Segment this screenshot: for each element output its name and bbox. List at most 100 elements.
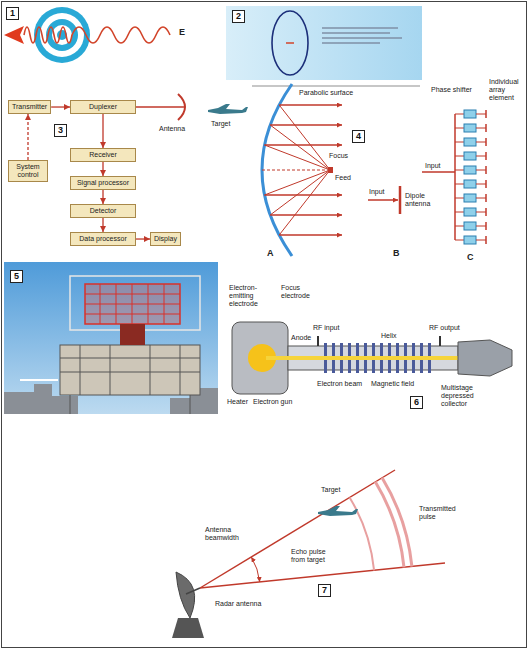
part-label: Focus electrode bbox=[280, 284, 318, 300]
ellipse bbox=[272, 11, 308, 75]
callout-number: 5 bbox=[10, 270, 23, 283]
cable bbox=[20, 379, 58, 381]
part-label: Electron-emitting electrode bbox=[228, 284, 276, 308]
part-label: Input bbox=[424, 162, 442, 170]
part-label: RF output bbox=[428, 324, 461, 332]
part-label: Individual array element bbox=[488, 78, 524, 102]
part-label: Electron beam bbox=[316, 380, 363, 388]
callout-number: 2 bbox=[232, 10, 245, 23]
radar-dish bbox=[176, 572, 195, 618]
callout-number: 6 bbox=[410, 396, 423, 409]
transmitted-pulse bbox=[375, 482, 404, 568]
echo-pulse bbox=[350, 497, 375, 570]
polarization-panel bbox=[226, 6, 422, 86]
process-box: Duplexer bbox=[70, 100, 136, 114]
sky bbox=[4, 262, 218, 414]
part-label: Anode bbox=[290, 334, 312, 342]
part-label: Transmitted pulse bbox=[418, 505, 460, 521]
callout-number: 3 bbox=[54, 124, 67, 137]
process-box: System control bbox=[8, 160, 48, 182]
callout-number: 4 bbox=[352, 130, 365, 143]
dipole bbox=[399, 186, 402, 214]
transmitted-pulse bbox=[382, 478, 412, 567]
grid-lines bbox=[85, 284, 180, 324]
railing bbox=[60, 345, 200, 414]
part-label: Parabolic surface bbox=[298, 89, 354, 97]
radar-geometry bbox=[172, 470, 445, 638]
ring bbox=[46, 19, 78, 51]
wave-panel bbox=[4, 7, 170, 63]
pedestal bbox=[120, 324, 145, 345]
callout-number: 1 bbox=[6, 7, 19, 20]
part-label: Echo pulse from target bbox=[290, 548, 340, 564]
panel-letter: C bbox=[466, 252, 475, 262]
part-label: Input bbox=[368, 188, 386, 196]
panel-letter: A bbox=[266, 248, 275, 258]
part-label: Dipole antenna bbox=[404, 192, 436, 208]
node-text: 6 bbox=[414, 397, 419, 408]
radar-photo bbox=[4, 262, 218, 414]
signal-arrow bbox=[102, 114, 103, 148]
rf-output-port bbox=[439, 336, 441, 346]
antenna-types bbox=[208, 84, 486, 256]
node-text: 5 bbox=[14, 271, 19, 282]
part-label: Phase shifter bbox=[430, 86, 473, 94]
part-label: Feed bbox=[334, 174, 352, 182]
signal-arrow bbox=[102, 218, 103, 232]
radar-antenna-grid bbox=[85, 284, 180, 324]
input-line bbox=[368, 199, 398, 201]
part-label: Electron gun bbox=[252, 398, 293, 406]
feed-bus bbox=[454, 114, 456, 240]
electron-beam bbox=[266, 356, 470, 360]
node-text: Detector bbox=[74, 207, 132, 215]
signal-arrow bbox=[136, 238, 150, 239]
process-box: Data processor bbox=[70, 232, 136, 246]
ring bbox=[40, 13, 84, 57]
node-text: System control bbox=[12, 163, 44, 179]
node-text: Signal processor bbox=[74, 179, 132, 187]
part-label: Antenna beamwidth bbox=[204, 526, 248, 542]
target-jet bbox=[318, 506, 358, 516]
process-box: Receiver bbox=[70, 148, 136, 162]
process-box: Transmitter bbox=[8, 100, 51, 114]
part-label: Radar antenna bbox=[214, 600, 262, 608]
blurred-caption bbox=[252, 85, 420, 87]
signal-arrow bbox=[27, 114, 28, 160]
part-label: Target bbox=[210, 120, 231, 128]
antenna-frame bbox=[70, 276, 200, 330]
blurred-text bbox=[322, 28, 402, 43]
collector bbox=[458, 340, 512, 376]
part-label: RF input bbox=[312, 324, 340, 332]
node-text: Receiver bbox=[74, 151, 132, 159]
part-label: Focus bbox=[328, 152, 349, 160]
array-elements bbox=[455, 110, 486, 244]
target-jet bbox=[208, 104, 248, 114]
feed bbox=[328, 167, 333, 173]
node-text: Display bbox=[154, 235, 177, 243]
panel-letter: B bbox=[392, 248, 401, 258]
beam-edge bbox=[200, 470, 395, 588]
part-label: Heater bbox=[226, 398, 249, 406]
node-text: 1 bbox=[10, 8, 15, 19]
part-label: Antenna bbox=[158, 125, 186, 133]
node-text: 7 bbox=[322, 585, 327, 596]
node-text: Transmitter bbox=[12, 103, 47, 111]
part-label: Target bbox=[320, 486, 341, 494]
tower-platform bbox=[60, 345, 200, 395]
part-label: Multistage depressed collector bbox=[440, 384, 500, 408]
node-text: Data processor bbox=[74, 235, 132, 243]
beamwidth-arc bbox=[251, 557, 259, 582]
panel-letter: E bbox=[178, 27, 186, 37]
signal-arrow bbox=[102, 190, 103, 204]
vector bbox=[286, 42, 294, 44]
node-text: 2 bbox=[236, 11, 241, 22]
wave bbox=[24, 27, 170, 43]
signal-arrow bbox=[51, 106, 70, 107]
process-box: Detector bbox=[70, 204, 136, 218]
signal-arrow bbox=[102, 162, 103, 176]
process-box: Signal processor bbox=[70, 176, 136, 190]
antenna-feed-line bbox=[136, 106, 184, 107]
process-box: Display bbox=[150, 232, 181, 246]
